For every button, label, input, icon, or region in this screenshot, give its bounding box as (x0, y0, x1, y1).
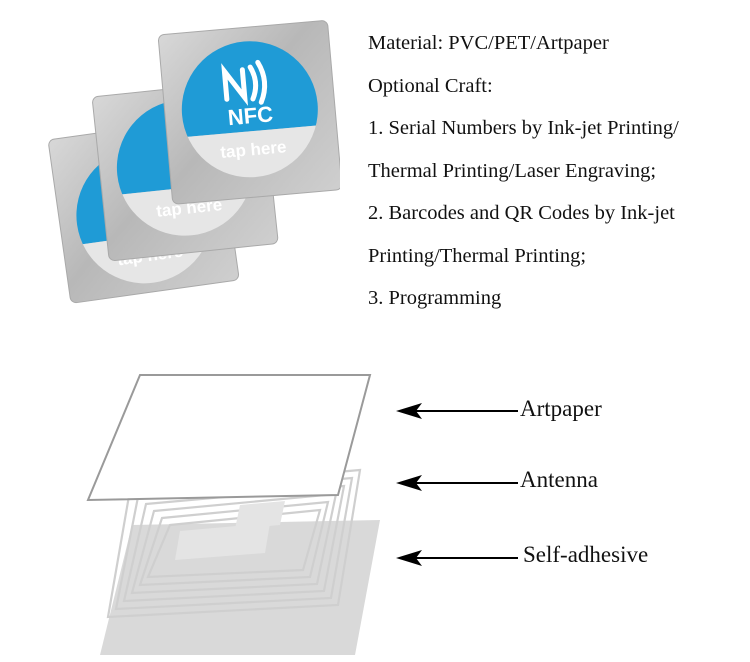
layer-structure-diagram (86, 374, 380, 655)
label-antenna: Antenna (520, 467, 598, 492)
spec-line-craft-2a: 2. Barcodes and QR Codes by Ink-jet (368, 202, 675, 224)
nfc-stickers-photo: tap here tap here NFC (48, 20, 340, 304)
spec-line-craft-1b: Thermal Printing/Laser Engraving; (368, 159, 657, 182)
label-artpaper: Artpaper (520, 396, 602, 421)
arrow-left-icon (396, 475, 518, 491)
arrow-left-icon (396, 550, 518, 566)
spec-line-material: Material: PVC/PET/Artpaper (368, 32, 609, 54)
sticker-front: NFC tap here (158, 20, 340, 205)
label-self-adhesive: Self-adhesive (523, 542, 649, 567)
spec-line-craft-1a: 1. Serial Numbers by Ink-jet Printing/ (368, 117, 679, 139)
arrow-left-icon (396, 403, 518, 419)
specification-text: Material: PVC/PET/Artpaper Optional Craf… (368, 22, 748, 320)
spec-line-optional-craft: Optional Craft: (368, 74, 493, 97)
antenna-chip-area (175, 501, 285, 560)
spec-line-craft-3: 3. Programming (368, 287, 502, 309)
nfc-logo-text: NFC (227, 101, 274, 130)
spec-line-craft-2b: Printing/Thermal Printing; (368, 244, 587, 267)
nfc-logo-icon (221, 59, 268, 106)
artpaper-layer (86, 374, 372, 502)
